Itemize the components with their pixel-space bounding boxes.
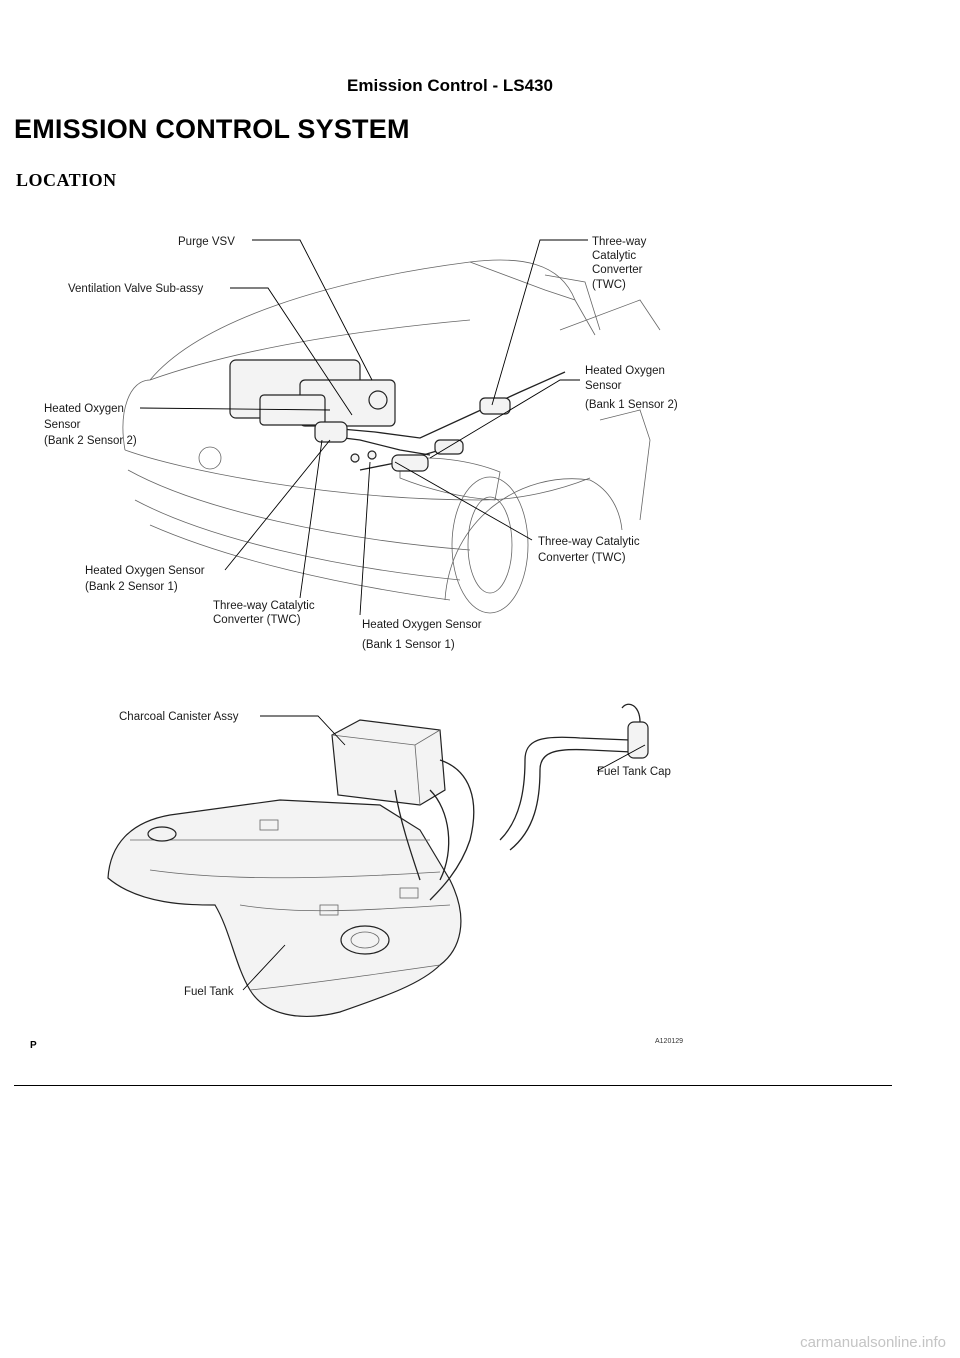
leader-lines-top: [139, 239, 588, 616]
label-twc-right-1: Three-way Catalytic: [538, 536, 640, 548]
label-fuel-tank-cap: Fuel Tank Cap: [597, 766, 671, 778]
leader-lines-bottom: [242, 715, 646, 991]
page-header-title: Emission Control - LS430: [347, 76, 553, 95]
label-twc-mid-1: Three-way Catalytic: [213, 600, 315, 612]
figure-marker: P: [30, 1040, 37, 1051]
label-ho2-b2s2-1: Heated Oxygen: [44, 403, 124, 415]
label-twc-right-2: Converter (TWC): [538, 552, 626, 564]
label-twc-mid-2: Converter (TWC): [213, 614, 301, 626]
figure-id: A120129: [655, 1038, 683, 1045]
label-ho2-b2s1-1: Heated Oxygen Sensor: [85, 565, 205, 577]
label-twc-top-2: Catalytic: [592, 250, 636, 262]
label-ho2-b2s2-2: Sensor: [44, 419, 81, 431]
label-fuel-tank: Fuel Tank: [184, 986, 234, 998]
label-purge-vsv: Purge VSV: [178, 236, 235, 248]
label-ho2-b1s2-3: (Bank 1 Sensor 2): [585, 399, 678, 411]
labels-bottom: Charcoal Canister Assy Fuel Tank Cap Fue…: [30, 711, 683, 1051]
label-ho2-b2s2-3: (Bank 2 Sensor 2): [44, 435, 137, 447]
label-ho2-b1s1-1: Heated Oxygen Sensor: [362, 619, 482, 631]
vehicle-engine-bay-drawing: [122, 259, 661, 614]
label-twc-top-3: Converter: [592, 264, 643, 276]
label-ventilation-valve: Ventilation Valve Sub-assy: [68, 283, 204, 295]
label-ho2-b1s2-1: Heated Oxygen: [585, 365, 665, 377]
label-ho2-b1s1-2: (Bank 1 Sensor 1): [362, 639, 455, 651]
labels-top: Purge VSV Ventilation Valve Sub-assy Thr…: [44, 236, 678, 651]
label-ho2-b1s2-2: Sensor: [585, 380, 622, 392]
horizontal-rule: [14, 1085, 892, 1086]
label-ho2-b2s1-2: (Bank 2 Sensor 1): [85, 581, 178, 593]
section-title: EMISSION CONTROL SYSTEM: [14, 114, 410, 144]
subsection-title: LOCATION: [16, 170, 117, 190]
label-twc-top-1: Three-way: [592, 236, 647, 248]
label-charcoal-canister: Charcoal Canister Assy: [119, 711, 239, 723]
fuel-system-drawing: [107, 703, 649, 1017]
emission-control-illustration: Purge VSV Ventilation Valve Sub-assy Thr…: [30, 236, 683, 1051]
footer-watermark: carmanualsonline.info: [800, 1334, 946, 1351]
label-twc-top-4: (TWC): [592, 279, 626, 291]
